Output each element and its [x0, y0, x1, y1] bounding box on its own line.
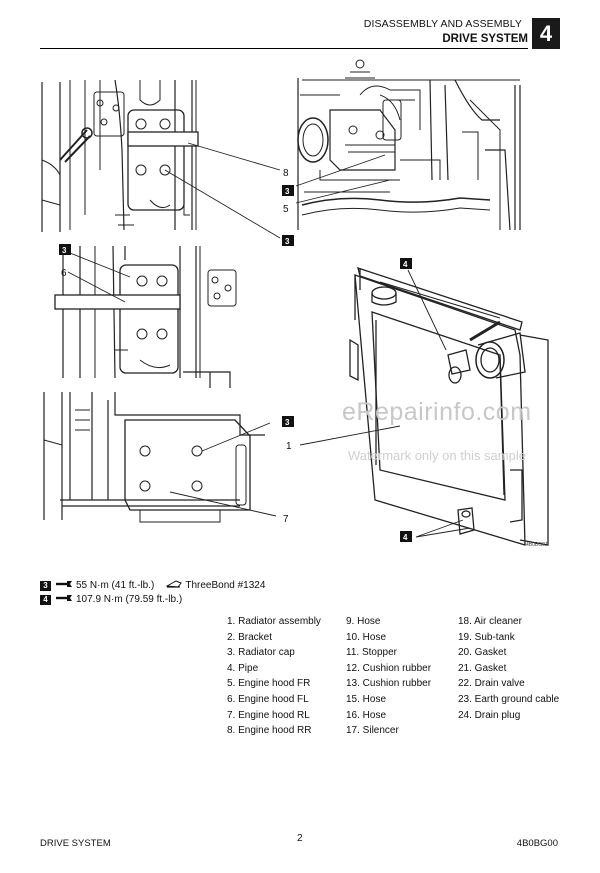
- badge-4-box: [400, 531, 412, 542]
- badge-3: 3: [285, 237, 290, 246]
- callout-8: 8: [283, 168, 289, 179]
- parts-list-item: 20. Gasket: [458, 647, 507, 659]
- parts-list-item: 3. Radiator cap: [227, 647, 295, 659]
- badge-4-box: [400, 258, 412, 269]
- badge-3: 3: [40, 580, 51, 591]
- callout-1: 1: [286, 441, 292, 452]
- badge-3-box: [282, 416, 294, 427]
- chapter-number-tab: 4: [532, 18, 560, 49]
- footer-doc-code: 4B0BG00: [516, 838, 558, 849]
- parts-list-item: 11. Stopper: [346, 647, 397, 659]
- wrench-icon: [55, 580, 73, 591]
- wrench-icon: [55, 594, 73, 605]
- parts-list-item: 1. Radiator assembly: [227, 616, 321, 627]
- parts-list-item: 18. Air cleaner: [458, 616, 522, 627]
- parts-list-item: 17. Silencer: [346, 725, 399, 737]
- parts-list-column-1: 1. Radiator assembly 2. Bracket 3. Radia…: [227, 614, 321, 739]
- parts-list-item: 7. Engine hood RL: [227, 709, 310, 721]
- badge-3-box: [282, 235, 294, 246]
- detail-view-bracket-rl: [43, 392, 265, 523]
- badge-3-box: [59, 244, 71, 255]
- parts-list-item: 21. Gasket: [458, 662, 507, 674]
- chapter-title: DRIVE SYSTEM: [442, 33, 528, 45]
- page-number: 2: [297, 833, 303, 844]
- spec-row-badge-3: 3 55 N·m (41 ft.-lb.) ThreeBond #1324: [40, 580, 265, 591]
- parts-list-item: 22. Drain valve: [458, 678, 525, 690]
- parts-list-item: 4. Pipe: [227, 662, 259, 674]
- radiator-exploded-diagram: 8 5 6 7 1 3 3 3 3 4 4: [41, 59, 549, 546]
- detail-view-radiator-cap: [297, 59, 521, 231]
- parts-list-item: 13. Cushion rubber: [346, 678, 432, 690]
- footer-section-label: DRIVE SYSTEM: [40, 838, 111, 849]
- parts-list-item: 15. Hose: [346, 693, 387, 705]
- detail-view-bracket-rr: [41, 79, 199, 232]
- parts-list-item: 8. Engine hood RR: [227, 725, 312, 737]
- badge-4: 4: [403, 533, 408, 542]
- callout-6: 6: [61, 268, 67, 279]
- watermark-note: Watermark only on this sample: [348, 448, 526, 463]
- badge-3: 3: [285, 418, 290, 427]
- radiator-assembly-drawing: [349, 267, 549, 546]
- header-rule: [40, 48, 528, 49]
- parts-list-column-2: 9. Hose 10. Hose 11. Stopper 12. Cushion…: [346, 614, 431, 739]
- parts-list-item: 9. Hose: [346, 616, 381, 627]
- callout-7: 7: [283, 514, 289, 525]
- section-title: DISASSEMBLY AND ASSEMBLY: [363, 18, 522, 30]
- badge-3: 3: [285, 187, 290, 196]
- parts-list-column-3: 18. Air cleaner 19. Sub-tank 20. Gasket …: [458, 614, 559, 723]
- badge-3: 3: [62, 246, 67, 255]
- leader-lines: [67, 142, 471, 538]
- badge-4: 4: [403, 260, 408, 269]
- detail-view-bracket-fl: [54, 245, 237, 388]
- parts-list-item: 5. Engine hood FR: [227, 678, 311, 690]
- parts-list-item: 16. Hose: [346, 709, 387, 721]
- sealant-name: ThreeBond #1324: [185, 580, 266, 591]
- parts-list-item: 6. Engine hood FL: [227, 693, 309, 705]
- badge-3-box: [282, 185, 294, 196]
- parts-list-item: 23. Earth ground cable: [458, 693, 560, 705]
- torque-value: 107.9 N·m (79.59 ft.-lb.): [76, 594, 183, 605]
- parts-list-item: 12. Cushion rubber: [346, 662, 432, 674]
- figure-code: 4B0BG0J: [526, 542, 548, 548]
- torque-value: 55 N·m (41 ft.-lb.): [76, 580, 155, 591]
- callout-5: 5: [283, 204, 289, 215]
- parts-list-item: 19. Sub-tank: [458, 631, 515, 643]
- parts-list-item: 10. Hose: [346, 631, 387, 643]
- sealant-tube-icon: [165, 580, 183, 591]
- spec-row-badge-4: 4 107.9 N·m (79.59 ft.-lb.): [40, 594, 182, 605]
- badge-4: 4: [40, 594, 51, 605]
- parts-list-item: 2. Bracket: [227, 631, 273, 643]
- parts-list-item: 24. Drain plug: [458, 709, 521, 721]
- watermark-site: eRepairinfo.com: [342, 398, 532, 426]
